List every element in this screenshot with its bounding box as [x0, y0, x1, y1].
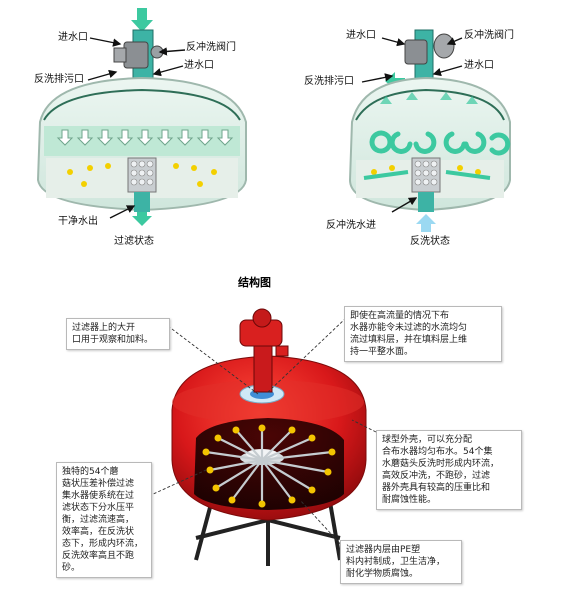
callout-mushroom: 独特的54个蘑 菇状压差补偿过滤 集水器使系统在过 滤状态下分水压平 衡，过滤流…: [56, 462, 152, 578]
downflow-arrows: [56, 129, 234, 146]
label-backwash-in: 反冲洗水进: [326, 220, 376, 231]
label-backwash-valve-left: 反冲洗阀门: [186, 42, 236, 53]
callout-mushroom-text: 独特的54个蘑 菇状压差补偿过滤 集水器使系统在过 滤状态下分水压平 衡，过滤流…: [62, 467, 144, 573]
callout-spherical: 球型外壳，可以充分配 合布水器均匀布水。54个集 水蘑菇头反洗时形成内环流， 高…: [376, 430, 522, 510]
callout-distributor: 即使在高流量的情况下布 水器亦能令未过滤的水流均匀 流过填料层，并在填料层上维 …: [344, 306, 502, 362]
callout-opening-text: 过滤器上的大开 口用于观察和加料。: [72, 323, 154, 345]
label-clean-outlet: 干净水出: [58, 216, 98, 227]
caption-backwash-state: 反洗状态: [410, 236, 450, 247]
collector-nozzles: [67, 163, 217, 187]
valve-body: [123, 41, 149, 69]
backwash-state-tank: [348, 29, 511, 232]
valve-body-right: [404, 39, 428, 65]
label-backwash-valve-right: 反冲洗阀门: [464, 30, 514, 41]
callout-liner-text: 过滤器内层由PE塑 料内衬制成，卫生洁净， 耐化学物质腐蚀。: [346, 545, 446, 579]
label-drain-right: 反洗排污口: [304, 76, 354, 87]
callout-liner: 过滤器内层由PE塑 料内衬制成，卫生洁净， 耐化学物质腐蚀。: [340, 540, 462, 584]
label-inlet-left: 进水口: [58, 32, 88, 43]
mushroom-nozzles: [205, 428, 333, 504]
filter-state-tank: [36, 8, 247, 226]
outlet-pipe: [134, 192, 150, 212]
callout-opening: 过滤器上的大开 口用于观察和加料。: [66, 318, 170, 350]
label-drain-left: 反洗排污口: [34, 74, 84, 85]
inflow-arrow: [131, 8, 153, 32]
label-inlet-right: 进水口: [346, 30, 376, 41]
structure-tank: [171, 308, 367, 566]
outflow-arrow: [132, 212, 152, 226]
callout-spherical-text: 球型外壳，可以充分配 合布水器均匀布水。54个集 水蘑菇头反洗时形成内环流， 高…: [382, 435, 500, 505]
caption-filter-state: 过滤状态: [114, 236, 154, 247]
callout-distributor-text: 即使在高流量的情况下布 水器亦能令未过滤的水流均匀 流过填料层，并在填料层上维 …: [350, 311, 468, 357]
label-inlet2-right: 进水口: [464, 60, 494, 71]
swirl-arrows: [369, 130, 511, 156]
label-inlet2-left: 进水口: [184, 60, 214, 71]
structure-title: 结构图: [238, 276, 271, 289]
backwash-in-arrow: [416, 214, 436, 232]
